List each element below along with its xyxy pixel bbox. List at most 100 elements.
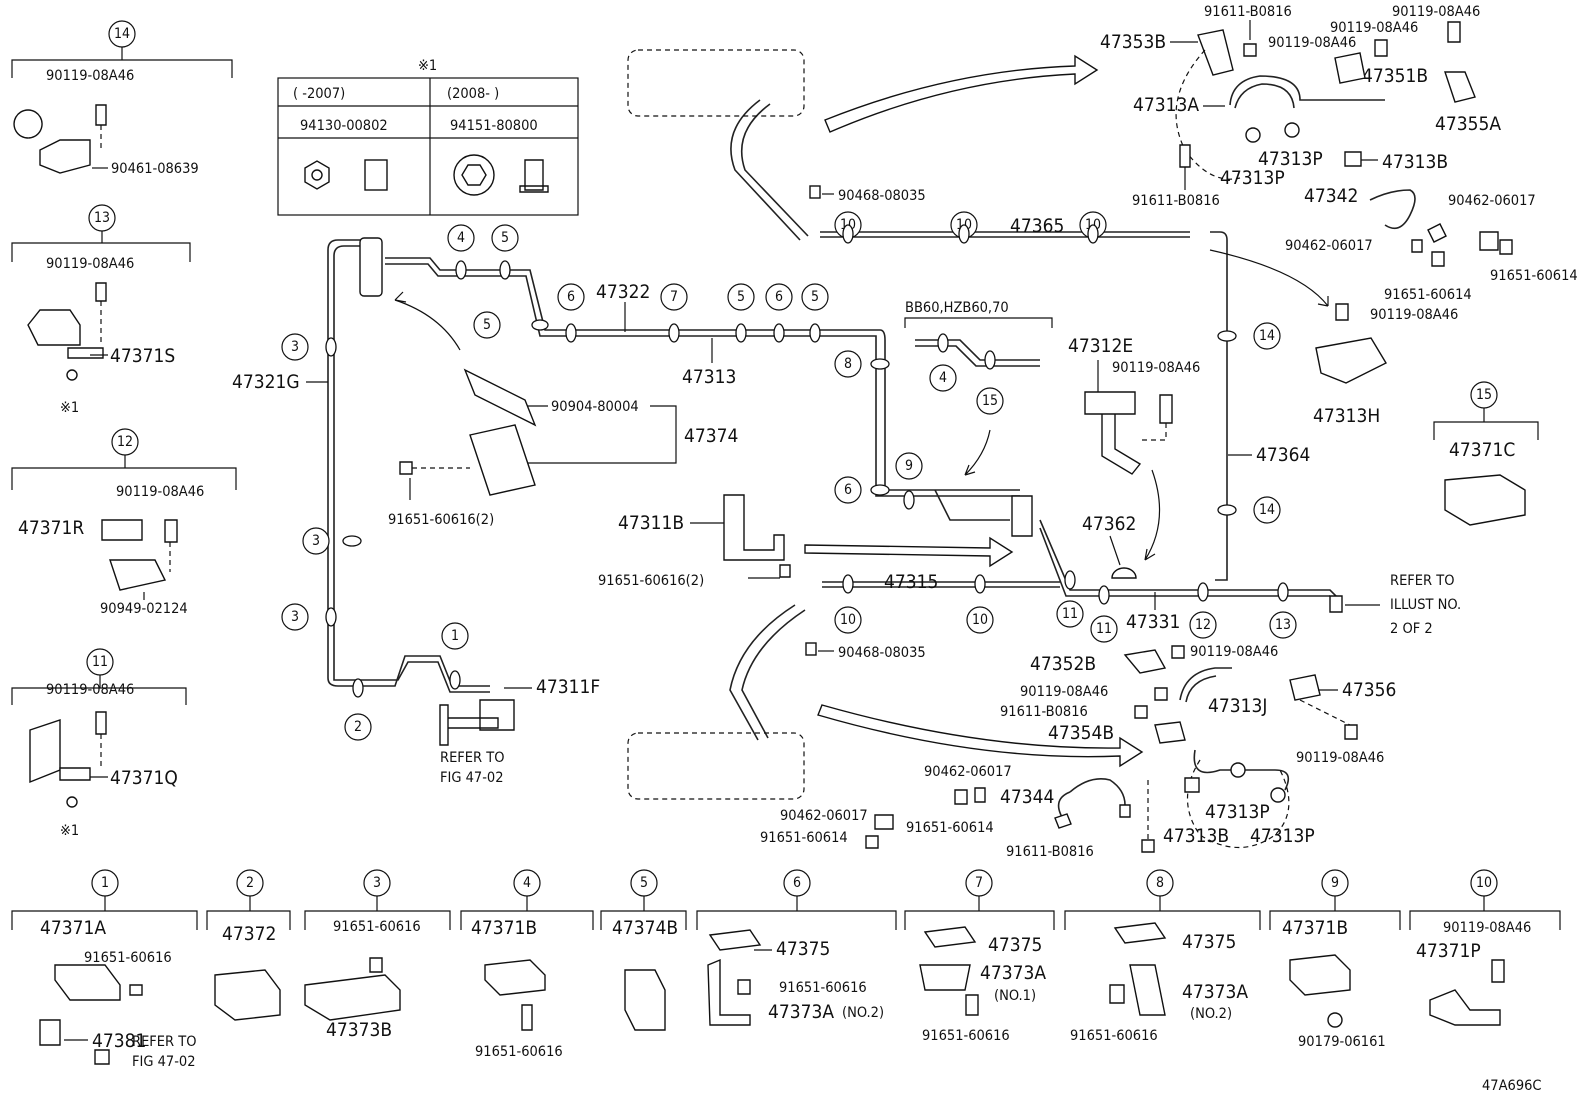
label-91651-60616[interactable]: 91651-60616 [333,919,421,935]
label-47381[interactable]: 47381 [92,1030,146,1052]
label-47313P[interactable]: 47313P [1220,167,1285,189]
label-47351B[interactable]: 47351B [1362,65,1428,87]
label-90119-08A46[interactable]: 90119-08A46 [1296,750,1384,766]
label-47354B[interactable]: 47354B [1048,722,1114,744]
label-47313[interactable]: 47313 [682,366,736,388]
label-90904-80004[interactable]: 90904-80004 [551,399,639,415]
label-47313P[interactable]: 47313P [1258,148,1323,170]
label-47321G[interactable]: 47321G [232,371,300,393]
label-47344[interactable]: 47344 [1000,786,1054,808]
label-91651-60616-2[interactable]: 91651-60616(2) [388,512,494,528]
label-91651-60614[interactable]: 91651-60614 [1490,268,1578,284]
label-47313B[interactable]: 47313B [1382,151,1448,173]
label-47371P[interactable]: 47371P [1416,940,1481,962]
label-47375[interactable]: 47375 [776,938,830,960]
label-90462-06017[interactable]: 90462-06017 [780,808,868,824]
col1-part[interactable]: 94130-00802 [300,118,388,134]
label-47374B[interactable]: 47374B [612,917,678,939]
label-47311B[interactable]: 47311B [618,512,684,534]
bolt-icon [164,519,178,543]
label-90119-08A46[interactable]: 90119-08A46 [1443,920,1531,936]
label-47313B[interactable]: 47313B [1163,825,1229,847]
label-91651-60616[interactable]: 91651-60616 [779,980,867,996]
label-91651-60614[interactable]: 91651-60614 [1384,287,1472,303]
washer-icon [1270,787,1286,803]
col1-header: ( -2007) [293,86,345,102]
top-right-assembly: 47353B 91611-B0816 90119-08A46 90119-08A… [1100,4,1578,427]
label-90119-08A46[interactable]: 90119-08A46 [46,682,134,698]
clamp-icon [1289,954,1351,996]
label-90462-06017[interactable]: 90462-06017 [1448,193,1536,209]
label-90119-08A46[interactable]: 90119-08A46 [116,484,204,500]
label-91611-B0816[interactable]: 91611-B0816 [1006,844,1094,860]
label-47313J[interactable]: 47313J [1208,695,1267,717]
group-15: 15 47371C [1433,381,1539,526]
label-47373B[interactable]: 47373B [326,1019,392,1041]
label-47313P[interactable]: 47313P [1250,825,1315,847]
label-47373A[interactable]: 47373A [768,1001,834,1023]
label-90119-08A46[interactable]: 90119-08A46 [46,256,134,272]
label-47371B[interactable]: 47371B [1282,917,1348,939]
label-91651-60616[interactable]: 91651-60616 [475,1044,563,1060]
label-47372[interactable]: 47372 [222,923,276,945]
label-91651-60616[interactable]: 91651-60616 [922,1028,1010,1044]
label-47322[interactable]: 47322 [596,281,650,303]
label-47371S[interactable]: 47371S [110,345,175,367]
label-90119-08A46[interactable]: 90119-08A46 [1190,644,1278,660]
label-47353B[interactable]: 47353B [1100,31,1166,53]
label-47313H[interactable]: 47313H [1313,405,1380,427]
label-91611-B0816[interactable]: 91611-B0816 [1204,4,1292,20]
label-90119-08A46[interactable]: 90119-08A46 [46,68,134,84]
label-90119-08A46[interactable]: 90119-08A46 [1268,35,1356,51]
label-47313A[interactable]: 47313A [1133,94,1199,116]
label-47331[interactable]: 47331 [1126,611,1180,633]
label-90119-08A46[interactable]: 90119-08A46 [1112,360,1200,376]
label-90179-06161[interactable]: 90179-06161 [1298,1034,1386,1050]
label-47342[interactable]: 47342 [1304,185,1358,207]
label-90119-08A46[interactable]: 90119-08A46 [1330,20,1418,36]
label-47311F[interactable]: 47311F [536,676,600,698]
clamp-icon [484,959,546,996]
label-47355A[interactable]: 47355A [1435,113,1501,135]
label-47352B[interactable]: 47352B [1030,653,1096,675]
label-90461-08639[interactable]: 90461-08639 [111,161,199,177]
col2-part[interactable]: 94151-80800 [450,118,538,134]
label-91651-60616[interactable]: 91651-60616 [84,950,172,966]
label-90119-08A46[interactable]: 90119-08A46 [1020,684,1108,700]
label-47373A[interactable]: 47373A [980,962,1046,984]
label-90119-08A46[interactable]: 90119-08A46 [1392,4,1480,20]
label-47371B[interactable]: 47371B [471,917,537,939]
label-90949-02124[interactable]: 90949-02124 [100,601,188,617]
label-91651-60616-2[interactable]: 91651-60616(2) [598,573,704,589]
label-91611-B0816[interactable]: 91611-B0816 [1132,193,1220,209]
label-90468-08035[interactable]: 90468-08035 [838,645,926,661]
label-47371A[interactable]: 47371A [40,917,106,939]
label-90462-06017[interactable]: 90462-06017 [1285,238,1373,254]
label-47375[interactable]: 47375 [988,934,1042,956]
label-91611-B0816[interactable]: 91611-B0816 [1000,704,1088,720]
label-90119-08A46[interactable]: 90119-08A46 [1370,307,1458,323]
clip-icon [1479,231,1499,251]
mark-note: ※1 [60,823,79,839]
ref-text: FIG 47-02 [132,1054,196,1070]
label-47373A[interactable]: 47373A [1182,981,1248,1003]
label-47315[interactable]: 47315 [884,571,938,593]
label-90462-06017[interactable]: 90462-06017 [924,764,1012,780]
label-90468-08035[interactable]: 90468-08035 [838,188,926,204]
label-47313P[interactable]: 47313P [1205,801,1270,823]
label-47371C[interactable]: 47371C [1449,439,1515,461]
label-47362[interactable]: 47362 [1082,513,1136,535]
label-47374[interactable]: 47374 [684,425,738,447]
label-47312E[interactable]: 47312E [1068,335,1133,357]
label-47364[interactable]: 47364 [1256,444,1310,466]
label-47371R[interactable]: 47371R [18,517,84,539]
svg-text:10: 10 [1476,875,1492,891]
main-callouts: 4 5 5 6 7 5 6 5 8 3 3 3 2 1 10 10 10 10 … [281,211,1297,741]
label-91651-60616[interactable]: 91651-60616 [1070,1028,1158,1044]
label-47371Q[interactable]: 47371Q [110,767,178,789]
label-91651-60614[interactable]: 91651-60614 [760,830,848,846]
label-47356[interactable]: 47356 [1342,679,1396,701]
label-47375[interactable]: 47375 [1182,931,1236,953]
label-47365[interactable]: 47365 [1010,215,1064,237]
label-91651-60614[interactable]: 91651-60614 [906,820,994,836]
